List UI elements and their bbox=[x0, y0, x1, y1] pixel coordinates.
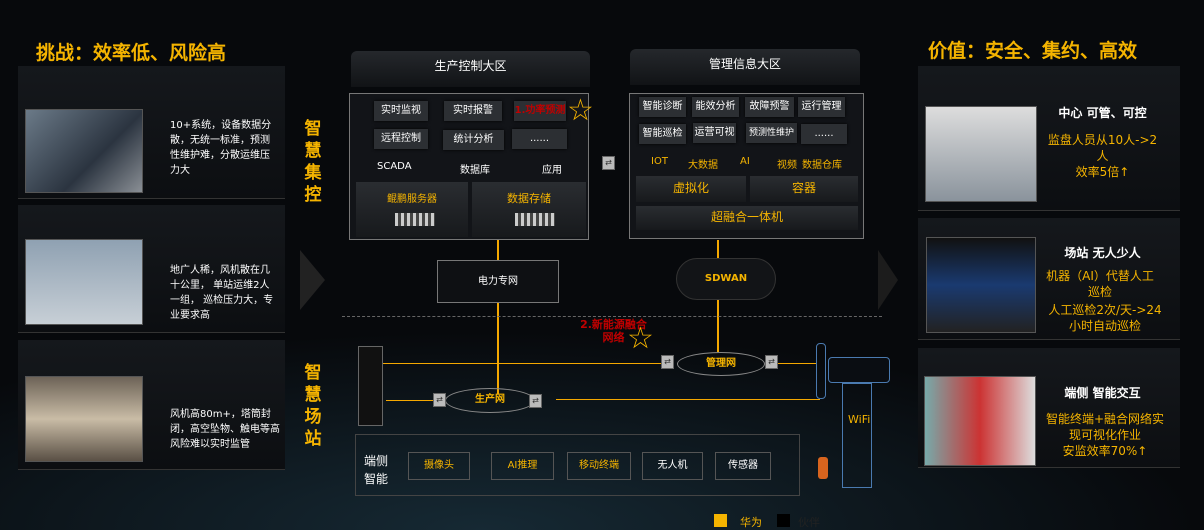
control-center-photo bbox=[925, 106, 1037, 202]
wifi-label: WiFi bbox=[848, 413, 871, 426]
more-button: ...... bbox=[801, 124, 847, 144]
database-label: 数据库 bbox=[460, 165, 490, 176]
zone-divider bbox=[342, 316, 882, 317]
data-warehouse-label: 数据仓库 bbox=[802, 160, 842, 171]
statistics-button: 统计分析 bbox=[443, 130, 504, 150]
value-line: 机器（AI）代替人工巡检 bbox=[1046, 269, 1154, 299]
container-block: 容器 bbox=[750, 176, 858, 202]
power-network-box: 电力专网 bbox=[437, 260, 559, 303]
management-zone-title: 管理信息大区 bbox=[630, 49, 860, 85]
video-label: 视频 bbox=[777, 160, 797, 171]
arrow-right-icon bbox=[878, 250, 898, 310]
hyperconverged-block: 超融合一体机 bbox=[636, 206, 858, 230]
fusion-network-label: 2.新能源融合网络 bbox=[580, 318, 647, 344]
more-button: ...... bbox=[512, 129, 567, 149]
predictive-maint-button: 预测性维护 bbox=[746, 123, 797, 143]
fault-warning-button: 故障预警 bbox=[745, 97, 794, 117]
smart-inspection-button: 智能巡检 bbox=[639, 124, 686, 144]
data-storage-label: 数据存储 bbox=[507, 192, 551, 205]
iot-label: IOT bbox=[651, 156, 668, 167]
smart-diagnosis-button: 智能诊断 bbox=[639, 97, 686, 117]
value-head-1: 中心 可管、可控 bbox=[1058, 106, 1147, 120]
link bbox=[556, 399, 820, 400]
link bbox=[383, 363, 666, 364]
ai-label: AI bbox=[740, 156, 750, 167]
server-icon bbox=[395, 213, 435, 226]
edge-sensor: 传感器 bbox=[715, 452, 771, 480]
edge-title: 端侧智能 bbox=[364, 454, 389, 486]
access-point-icon bbox=[816, 343, 826, 399]
wireless-ap-box bbox=[828, 357, 890, 383]
server-rack-icon bbox=[358, 346, 383, 426]
tower-interior-photo bbox=[25, 376, 143, 462]
management-network: 管理网 bbox=[677, 352, 765, 376]
link bbox=[497, 240, 499, 260]
switch-icon: ⇄ bbox=[661, 355, 674, 369]
smart-station-label: 智慧场站 bbox=[304, 363, 322, 449]
sdwan-cloud: SDWAN bbox=[676, 258, 776, 300]
ops-visual-button: 运营可视 bbox=[693, 123, 736, 143]
switch-icon: ⇄ bbox=[765, 355, 778, 369]
wifi-tower bbox=[842, 383, 872, 488]
edge-camera: 摄像头 bbox=[408, 452, 470, 480]
right-title: 价值：安全、集约、高效 bbox=[928, 40, 1138, 62]
challenge-text-3: 风机高80m+，塔筒封闭，高空坠物、触电等高风险难以实时监管 bbox=[170, 409, 280, 450]
edge-mobile-terminal: 移动终端 bbox=[567, 452, 631, 480]
kunpeng-server-label: 鲲鹏服务器 bbox=[387, 194, 437, 205]
link bbox=[717, 240, 719, 258]
switch-icon: ⇄ bbox=[433, 393, 446, 407]
smart-terminal-photo bbox=[924, 376, 1036, 466]
wind-turbine-worker-photo bbox=[25, 239, 143, 325]
control-room-photo bbox=[25, 109, 143, 193]
value-line: 监盘人员从10人->2人 bbox=[1047, 133, 1158, 163]
realtime-alarm-button: 实时报警 bbox=[444, 101, 502, 121]
value-line: 智能终端+融合网络实现可视化作业 bbox=[1045, 412, 1165, 442]
production-network: 生产网 bbox=[445, 388, 535, 413]
server-icon bbox=[515, 213, 555, 226]
firewall-switch-icon: ⇄ bbox=[602, 156, 615, 170]
smart-control-label: 智慧集控 bbox=[304, 119, 322, 205]
operation-mgmt-button: 运行管理 bbox=[798, 97, 845, 117]
legend-label-partner: 伙伴 bbox=[798, 516, 820, 529]
star-icon: ☆ bbox=[567, 93, 594, 128]
kunpeng-server-block: 鲲鹏服务器 bbox=[356, 182, 468, 237]
value-line: 人工巡检2次/天->24小时自动巡检 bbox=[1048, 303, 1162, 333]
edge-ai-inference: AI推理 bbox=[491, 452, 554, 480]
remote-control-button: 远程控制 bbox=[374, 129, 428, 149]
legend-swatch-partner bbox=[777, 514, 790, 527]
scada-label: SCADA bbox=[377, 161, 412, 172]
star-icon: ☆ bbox=[627, 321, 654, 356]
virtualization-block: 虚拟化 bbox=[636, 176, 746, 202]
link bbox=[386, 400, 437, 401]
edge-intelligence-box bbox=[355, 434, 800, 496]
link bbox=[497, 302, 499, 394]
challenge-text-2: 地广人稀，风机散在几十公里， 单站运维2人一组， 巡检压力大，专业要求高 bbox=[170, 265, 274, 321]
energy-analysis-button: 能效分析 bbox=[692, 97, 739, 117]
data-storage-block: 数据存储 bbox=[472, 182, 586, 237]
link bbox=[778, 363, 816, 364]
worker-icon bbox=[818, 457, 828, 479]
value-line: 效率5倍↑ bbox=[1075, 165, 1130, 179]
left-title: 挑战：效率低、风险高 bbox=[36, 42, 227, 64]
arrow-right-icon bbox=[300, 250, 325, 310]
production-zone-title: 生产控制大区 bbox=[351, 51, 590, 87]
application-label: 应用 bbox=[542, 165, 562, 176]
edge-drone: 无人机 bbox=[642, 452, 703, 480]
challenge-text-1: 10+系统，设备数据分散，无统一标准，预测性维护难，分散运维压力大 bbox=[170, 120, 272, 176]
realtime-monitor-button: 实时监视 bbox=[374, 101, 428, 121]
bigdata-label: 大数据 bbox=[688, 160, 718, 171]
value-head-2: 场站 无人少人 bbox=[1064, 246, 1141, 260]
switch-icon: ⇄ bbox=[529, 394, 542, 408]
power-forecast-button: 1.功率预测 bbox=[514, 101, 566, 121]
value-line: 安监效率70%↑ bbox=[1062, 444, 1148, 458]
value-head-3: 端侧 智能交互 bbox=[1064, 386, 1141, 400]
link bbox=[717, 300, 719, 352]
legend-swatch-huawei bbox=[714, 514, 727, 527]
legend-label-huawei: 华为 bbox=[740, 516, 762, 529]
station-monitor-photo bbox=[926, 237, 1036, 333]
